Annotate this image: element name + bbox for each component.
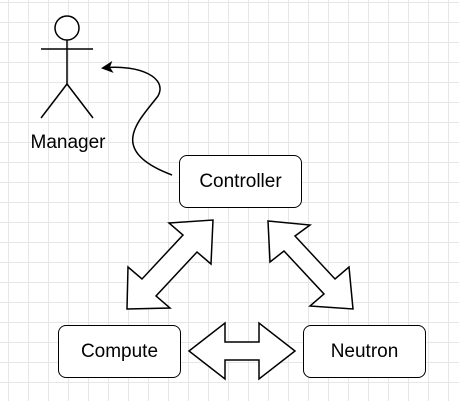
neutron-node[interactable]: Neutron — [303, 325, 426, 378]
neutron-label: Neutron — [330, 340, 399, 362]
controller-compute-double-arrow[interactable] — [126, 219, 214, 310]
compute-node[interactable]: Compute — [58, 325, 181, 378]
controller-label: Controller — [199, 170, 282, 192]
stick-figure-icon[interactable] — [40, 15, 94, 119]
actor-right-leg — [66, 83, 94, 119]
controller-to-manager-arrow[interactable] — [101, 60, 173, 176]
actor-head — [54, 15, 80, 41]
controller-neutron-double-arrow[interactable] — [267, 220, 354, 310]
controller-node[interactable]: Controller — [179, 155, 302, 208]
actor-left-leg — [40, 83, 68, 119]
compute-neutron-double-arrow[interactable] — [187, 321, 297, 381]
compute-label: Compute — [80, 340, 159, 362]
actor-label: Manager — [30, 132, 106, 153]
